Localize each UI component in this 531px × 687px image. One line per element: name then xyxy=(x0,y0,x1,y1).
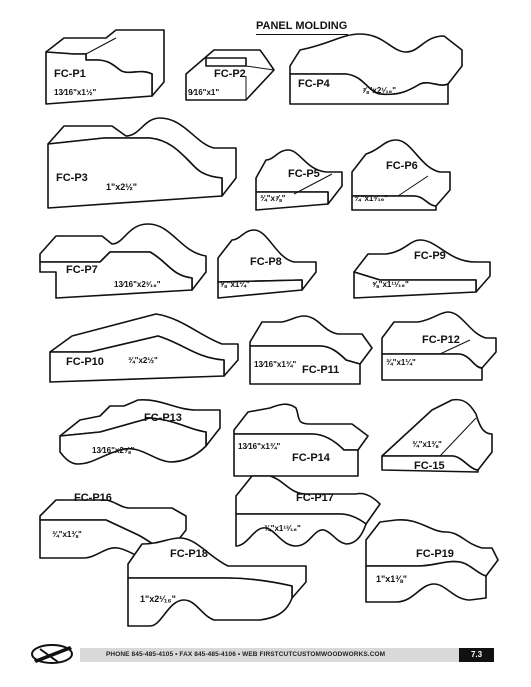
profile-drawing-fc-p11 xyxy=(249,315,373,385)
footer-contact: PHONE 845-485-4105 • FAX 845-485-4106 • … xyxy=(106,651,386,658)
page-title: PANEL MOLDING xyxy=(256,20,348,32)
profile-drawing-fc-p9 xyxy=(353,239,491,299)
profile-label-fc-p14: FC-P14 xyxy=(292,452,330,464)
company-logo xyxy=(31,644,73,664)
profile-size-fc-p11: 13⁄16"x1¾" xyxy=(254,360,297,369)
profile-size-fc-p6: ¾"x1³⁄₁₆" xyxy=(354,194,389,203)
profile-label-fc-p11: FC-P11 xyxy=(302,364,340,376)
profile-label-fc-p19: FC-P19 xyxy=(416,548,454,560)
profile-size-fc-p4: ⅞"x2¹⁄₁₆" xyxy=(362,86,397,95)
profile-label-fc-p2: FC-P2 xyxy=(214,68,246,80)
profile-size-fc-p19: 1"x1⅜" xyxy=(376,574,408,584)
profile-drawing-fc-p12 xyxy=(381,311,497,381)
profile-label-fc-p8: FC-P8 xyxy=(250,256,282,268)
profile-size-fc-p2: 9⁄16"x1" xyxy=(188,88,220,97)
profile-label-fc-p17: FC-P17 xyxy=(296,492,334,504)
profile-label-fc-p3: FC-P3 xyxy=(56,172,88,184)
profile-drawing-fc-p3 xyxy=(47,117,237,209)
profile-size-fc-p13: 13⁄16"x2⅝" xyxy=(92,446,135,455)
profile-label-fc-p12: FC-P12 xyxy=(422,334,460,346)
profile-label-fc-15: FC-15 xyxy=(414,460,445,472)
profile-label-fc-p1: FC-P1 xyxy=(54,68,86,80)
footer-bar xyxy=(80,648,494,662)
profile-label-fc-p16: FC-P16 xyxy=(74,492,112,504)
profile-drawing-fc-p18 xyxy=(127,537,307,627)
profile-size-fc-p8: ⅝"x1¼" xyxy=(220,280,250,289)
profile-drawing-fc-p2 xyxy=(185,49,275,101)
profile-size-fc-p3: 1"x2½" xyxy=(106,182,138,192)
profile-size-fc-p10: ¾"x2½" xyxy=(128,356,158,365)
page-number: 7.3 xyxy=(459,648,494,662)
profile-size-fc-p5: ¾"x⅞" xyxy=(260,194,286,203)
profile-label-fc-p18: FC-P18 xyxy=(170,548,208,560)
profile-drawing-fc-p4 xyxy=(289,33,463,105)
profile-size-fc-p12: ¾"x1¼" xyxy=(386,358,416,367)
profile-size-fc-p14: 13⁄16"x1¾" xyxy=(238,442,281,451)
profile-drawing-fc-p1 xyxy=(45,29,165,105)
profile-drawing-fc-p6 xyxy=(351,139,451,211)
profile-size-fc-p1: 13⁄16"x1½" xyxy=(54,88,97,97)
profile-drawing-fc-p5 xyxy=(255,149,343,211)
profile-drawing-fc-p7 xyxy=(39,223,207,299)
profile-label-fc-p9: FC-P9 xyxy=(414,250,446,262)
profile-size-fc-p9: ⅝"x1¹¹⁄₁₆" xyxy=(372,280,409,289)
profile-size-fc-p17: ¾"x1¹³⁄₁₆" xyxy=(264,524,301,533)
profile-drawing-fc-p10 xyxy=(49,313,239,383)
profile-drawing-fc-15 xyxy=(381,398,493,473)
profile-drawing-fc-p17 xyxy=(235,475,381,547)
profile-label-fc-p7: FC-P7 xyxy=(66,264,98,276)
profile-drawing-fc-p13 xyxy=(59,399,221,465)
profile-label-fc-p10: FC-P10 xyxy=(66,356,104,368)
profile-label-fc-p5: FC-P5 xyxy=(288,168,320,180)
profile-drawing-fc-p14 xyxy=(233,403,369,477)
profile-label-fc-p4: FC-P4 xyxy=(298,78,330,90)
profile-label-fc-p6: FC-P6 xyxy=(386,160,418,172)
profile-size-fc-15: ¾"x1⅜" xyxy=(412,440,442,449)
profile-size-fc-p7: 13⁄16"x2³⁄₁₆" xyxy=(114,280,161,289)
profile-drawing-fc-p8 xyxy=(217,229,317,299)
title-underline xyxy=(256,34,348,35)
profile-size-fc-p16: ¾"x1⅜" xyxy=(52,530,82,539)
profile-drawing-fc-p19 xyxy=(365,519,499,603)
profile-label-fc-p13: FC-P13 xyxy=(144,412,182,424)
profile-size-fc-p18: 1"x2¹⁄₁₆" xyxy=(140,594,176,604)
